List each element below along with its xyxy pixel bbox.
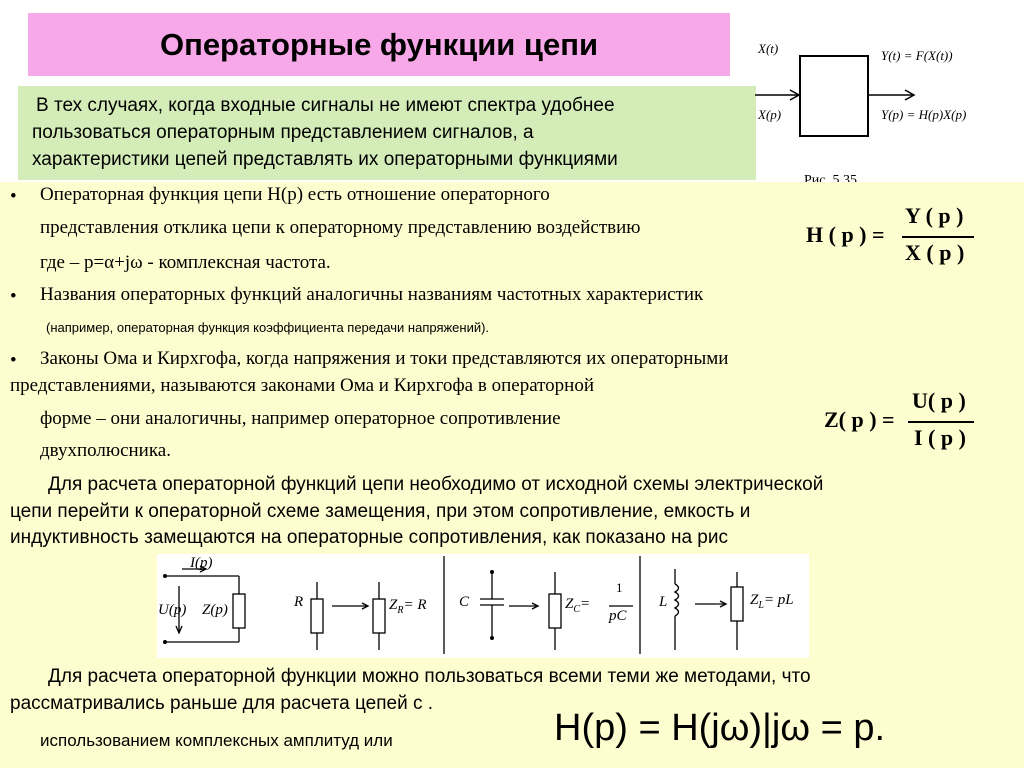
formula-z-fraction-bar	[908, 421, 974, 423]
intro-background	[18, 86, 756, 180]
schema-up-label: U(p)	[158, 602, 187, 618]
block-diagram	[755, 55, 916, 137]
output-time-label: Y(t) = F(X(t))	[881, 48, 953, 63]
system-block	[799, 55, 869, 137]
schema-zl-label: ZL= pL	[750, 592, 794, 611]
formula-z-numerator: U( p )	[912, 388, 966, 413]
intro-line: пользоваться операторным представлением …	[32, 122, 534, 143]
para2-line3: использованием комплексных амплитуд или	[40, 731, 393, 750]
bullet1-line2: представления отклика цепи к операторном…	[40, 217, 641, 238]
schema-ip-label: I(p)	[190, 555, 213, 571]
schema-zp-label: Z(p)	[202, 602, 228, 618]
zc-equals: =	[580, 596, 591, 612]
bullet3-line2: представлениями, называются законами Ома…	[10, 375, 595, 396]
schema-l-label: L	[659, 594, 668, 610]
schema-zc-denominator: pC	[609, 608, 627, 624]
main-content-background	[0, 182, 1024, 768]
para1-line2: цепи перейти к операторной схеме замещен…	[10, 501, 751, 522]
intro-line: В тех случаях, когда входные сигналы не …	[36, 95, 615, 116]
para2-line2: рассматривались раньше для расчета цепей…	[10, 693, 434, 714]
zl-subscript: L	[758, 600, 764, 611]
bullet-icon: •	[10, 286, 17, 307]
schema-c-label: C	[459, 594, 470, 610]
schema-r-label: R	[294, 594, 304, 610]
output-op-label: Y(p) = H(p)X(p)	[881, 107, 967, 122]
page-title: Операторные функции цепи	[159, 26, 598, 62]
zc-symbol: Z	[565, 596, 574, 612]
schema-zc-label: ZC=	[565, 596, 590, 615]
formula-h-numerator: Y ( p )	[905, 203, 964, 228]
formula-h-lhs: H ( p ) =	[806, 222, 885, 247]
input-op-label: X(p)	[758, 107, 782, 122]
bullet-icon: •	[10, 186, 17, 207]
zr-subscript: R	[397, 605, 404, 616]
formula-z-denominator: I ( p )	[914, 425, 966, 450]
bullet-icon: •	[10, 350, 17, 371]
title-background	[28, 13, 730, 76]
bullet2-line1: Названия операторных функций аналогичны …	[40, 284, 704, 305]
intro-text: В тех случаях, когда входные сигналы не …	[32, 92, 750, 173]
formula-z-lhs: Z( p ) =	[824, 407, 895, 432]
schema-zc-numerator: 1	[616, 580, 623, 595]
para2-line1: Для расчета операторной функции можно по…	[48, 666, 811, 687]
substitution-schematic	[157, 554, 809, 658]
bullet1-line3: где – p=α+jω - комплексная частота.	[40, 252, 331, 273]
schema-zr-label: ZR= R	[389, 597, 427, 616]
substitution-schematic-drawing	[163, 556, 744, 654]
bullet2-line2: (например, операторная функция коэффицие…	[46, 320, 490, 335]
bullet3-line4: двухполюсника.	[40, 440, 171, 461]
zr-symbol: Z	[389, 597, 398, 613]
intro-line: характеристики цепей представлять их опе…	[32, 149, 618, 170]
bullet3-line1: Законы Ома и Кирхгофа, когда напряжения …	[40, 348, 729, 369]
para1-line3: индуктивность замещаются на операторные …	[10, 527, 728, 548]
zc-subscript: C	[573, 604, 581, 615]
formula-h-denominator: X ( p )	[905, 240, 965, 265]
zl-equals: = pL	[763, 592, 794, 608]
bullet3-line3: форме – они аналогичны, например операто…	[40, 408, 561, 429]
big-formula: H(p) = H(jω)|jω = p.	[554, 707, 886, 749]
formula-h-fraction-bar	[902, 236, 974, 238]
input-time-label: X(t)	[758, 41, 779, 56]
zr-equals: = R	[403, 597, 427, 613]
para1-line1: Для расчета операторной функций цепи нео…	[48, 474, 824, 495]
zl-symbol: Z	[750, 592, 759, 608]
bullet1-line1: Операторная функция цепи H(p) есть отнош…	[40, 184, 550, 205]
